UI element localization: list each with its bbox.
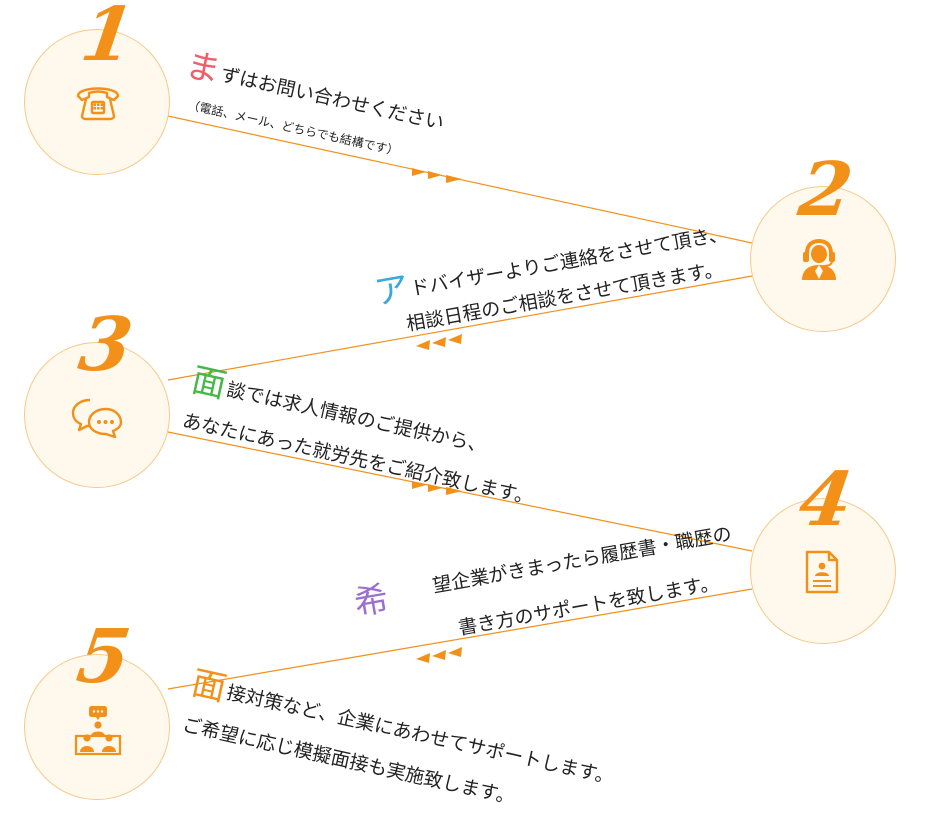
arrow-left-2c <box>416 340 430 350</box>
arrow-right-1c <box>446 175 462 183</box>
step-4-lead: 希 <box>351 578 392 624</box>
arrow-left-2a <box>448 334 462 344</box>
arrow-left-2b <box>432 337 446 347</box>
step-2-lead: ア <box>371 268 412 314</box>
step-2-number: 2 <box>793 147 858 233</box>
interview-people-icon <box>74 706 122 756</box>
chat-bubbles-icon <box>71 398 123 438</box>
connector-4-5 <box>167 588 753 690</box>
step-5-number: 5 <box>71 614 136 700</box>
step-1-number: 1 <box>75 0 140 78</box>
step-3-number: 3 <box>73 302 138 388</box>
arrow-right-1b <box>428 171 442 179</box>
step-4-number: 4 <box>793 457 858 543</box>
connector-2-3 <box>167 275 753 381</box>
arrow-right-1a <box>412 168 426 176</box>
resume-document-icon <box>805 550 839 594</box>
step-4-circle <box>750 498 896 644</box>
arrow-left-4a <box>448 647 462 657</box>
arrow-left-4c <box>416 653 430 663</box>
arrow-right-3b <box>428 484 442 492</box>
arrow-right-3a <box>412 481 426 489</box>
headset-operator-icon <box>802 239 836 280</box>
arrow-left-4b <box>432 650 446 660</box>
arrow-right-3c <box>446 487 462 495</box>
phone-icon <box>76 87 120 121</box>
